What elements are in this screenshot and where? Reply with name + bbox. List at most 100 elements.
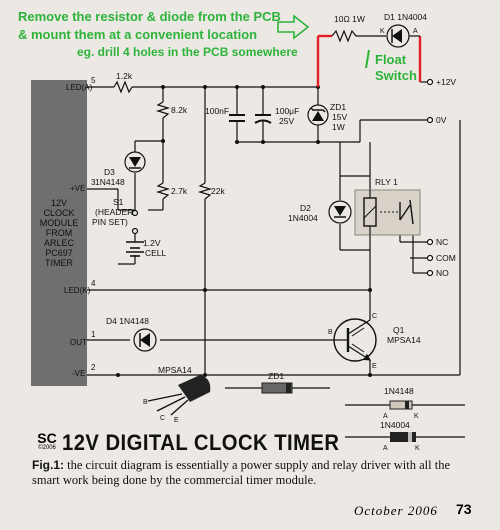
svg-text:D4 1N4148: D4 1N4148	[106, 316, 149, 326]
svg-text:OUT: OUT	[70, 338, 87, 347]
svg-text:Q1: Q1	[393, 325, 405, 335]
modified-wire	[316, 34, 422, 87]
svg-text:E: E	[174, 417, 179, 424]
svg-text:B: B	[143, 399, 148, 406]
svg-text:100μF: 100μF	[275, 106, 299, 116]
svg-text:0V: 0V	[436, 115, 447, 125]
resistor-22k	[197, 182, 213, 200]
terminals	[426, 78, 434, 277]
svg-text:LED(K): LED(K)	[64, 286, 91, 295]
svg-text:K: K	[380, 28, 385, 35]
svg-text:3: 3	[91, 178, 96, 187]
svg-text:5: 5	[91, 76, 96, 85]
svg-text:15V: 15V	[332, 112, 347, 122]
svg-text:MPSA14: MPSA14	[387, 335, 421, 345]
svg-text:K: K	[414, 413, 419, 420]
svg-text:25V: 25V	[279, 116, 294, 126]
svg-text:PC697: PC697	[45, 248, 73, 258]
svg-text:10Ω 1W: 10Ω 1W	[334, 14, 365, 24]
svg-text:K: K	[415, 445, 420, 452]
caption-text: the circuit diagram is essentially a pow…	[32, 458, 450, 487]
svg-text:2: 2	[91, 363, 96, 372]
svg-text:D2: D2	[300, 203, 311, 213]
caption-label: Fig.1:	[32, 458, 64, 472]
header-pins-s1	[131, 199, 139, 235]
annotation-line-2: & mount them at a convenient location	[18, 27, 258, 42]
annotation-line-1: Remove the resistor & diode from the PCB	[18, 9, 281, 24]
svg-text:C: C	[372, 313, 377, 320]
svg-text:1N4148: 1N4148	[95, 177, 125, 187]
part-1n4148: 1N4148 A K	[345, 386, 465, 420]
svg-text:FROM: FROM	[46, 228, 73, 238]
svg-text:1N4004: 1N4004	[288, 213, 318, 223]
svg-text:A: A	[413, 28, 418, 35]
svg-text:1: 1	[91, 330, 96, 339]
resistor-2k7	[155, 182, 171, 200]
svg-text:-VE: -VE	[72, 369, 85, 378]
svg-text:CELL: CELL	[145, 248, 167, 258]
svg-text:D3: D3	[104, 167, 115, 177]
svg-text:D1 1N4004: D1 1N4004	[384, 12, 427, 22]
resistor-1k2	[113, 80, 133, 94]
svg-text:1.2k: 1.2k	[116, 71, 133, 81]
diode-d2	[328, 200, 352, 224]
figure-caption: Fig.1: the circuit diagram is essentiall…	[32, 458, 472, 488]
annotation-arrow	[277, 14, 310, 40]
svg-text:MODULE: MODULE	[40, 218, 79, 228]
svg-text:8.2k: 8.2k	[171, 105, 188, 115]
svg-text:+VE: +VE	[70, 184, 85, 193]
svg-text:CLOCK: CLOCK	[43, 208, 74, 218]
svg-text:E: E	[372, 363, 377, 370]
svg-text:A: A	[383, 445, 388, 452]
svg-text:1N4148: 1N4148	[384, 386, 414, 396]
svg-text:A: A	[383, 413, 388, 420]
svg-text:LED(A): LED(A)	[66, 83, 93, 92]
component-labels: 10Ω 1W D1 1N4004 K A +12V 0V 1.2k 8.2k 2…	[92, 12, 456, 370]
module-pin-numbers: 5 3 4 1 2	[91, 76, 96, 372]
float-switch-label-2: Switch	[375, 68, 417, 83]
part-mpsa14: MPSA14 B C E	[143, 365, 211, 424]
zener-zd1	[307, 104, 329, 126]
svg-text:100nF: 100nF	[205, 106, 229, 116]
relay-rly1	[354, 189, 421, 236]
timer-module-block	[31, 80, 87, 386]
svg-text:TIMER: TIMER	[45, 258, 73, 268]
annotation-line-3: eg. drill 4 holes in the PCB somewhere	[77, 45, 298, 59]
footer-month: October 2006	[354, 503, 438, 518]
svg-text:1.2V: 1.2V	[143, 238, 161, 248]
float-switch	[365, 49, 370, 69]
sc-logo: SC ©2006	[37, 430, 57, 451]
diode-d1	[364, 24, 420, 48]
svg-text:+12V: +12V	[436, 77, 456, 87]
svg-text:RLY 1: RLY 1	[375, 177, 398, 187]
led-d3	[124, 151, 146, 173]
svg-text:B: B	[328, 329, 333, 336]
resistor-8k2	[155, 101, 171, 119]
svg-text:4: 4	[91, 279, 96, 288]
cell-battery	[126, 241, 144, 257]
svg-text:(HEADER: (HEADER	[95, 207, 133, 217]
svg-text:ZD1: ZD1	[330, 102, 346, 112]
svg-text:ARLEC: ARLEC	[44, 238, 75, 248]
diode-d4	[133, 328, 157, 352]
svg-text:1W: 1W	[332, 122, 345, 132]
capacitor-100uf	[254, 114, 272, 124]
svg-text:C: C	[160, 415, 165, 422]
svg-text:MPSA14: MPSA14	[158, 365, 192, 375]
float-switch-label-1: Float	[375, 52, 407, 67]
svg-text:2.7k: 2.7k	[171, 186, 188, 196]
svg-text:22k: 22k	[211, 186, 225, 196]
resistor-10ohm	[331, 29, 364, 43]
svg-text:12V: 12V	[51, 198, 67, 208]
svg-text:1N4004: 1N4004	[380, 420, 410, 430]
figure-title: 12V DIGITAL CLOCK TIMER	[62, 430, 340, 455]
part-1n4004: 1N4004 A K	[345, 420, 465, 452]
svg-text:ZD1: ZD1	[268, 371, 284, 381]
svg-text:S1: S1	[113, 197, 124, 207]
transistor-q1	[333, 310, 377, 362]
footer-page-number: 73	[456, 501, 472, 517]
part-zd1: ZD1	[225, 371, 330, 394]
capacitor-100nf	[229, 114, 245, 122]
svg-text:PIN SET): PIN SET)	[92, 217, 128, 227]
